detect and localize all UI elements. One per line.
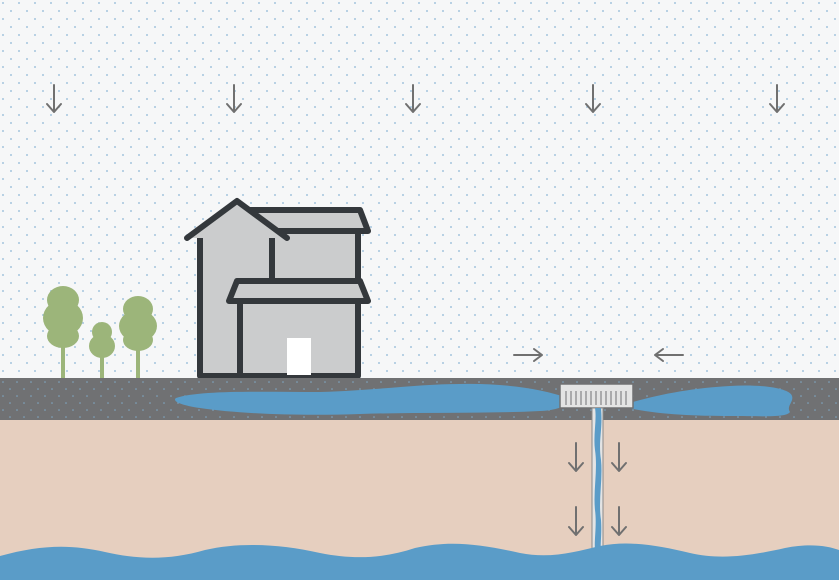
drain-pipe <box>591 407 604 551</box>
house-front-roof <box>226 278 371 304</box>
infiltration-arrows <box>568 442 627 536</box>
rain-down-arrow-icon <box>226 84 242 113</box>
infiltration-down-arrow-icon <box>611 506 627 536</box>
rain-arrows <box>46 84 785 113</box>
runoff-right-arrow-icon <box>513 348 543 362</box>
tree-left <box>43 286 83 378</box>
house-gable-roof <box>184 198 290 241</box>
groundwater-layer <box>0 543 839 580</box>
rain-down-arrow-icon <box>585 84 601 113</box>
storm-drain-grate <box>559 383 634 409</box>
tree-small <box>89 322 115 378</box>
house <box>184 198 371 379</box>
tree-right <box>119 296 157 378</box>
trees <box>43 286 157 378</box>
infiltration-down-arrow-icon <box>568 506 584 536</box>
infiltration-down-arrow-icon <box>611 442 627 472</box>
runoff-left-arrow-icon <box>654 348 684 362</box>
rain-down-arrow-icon <box>405 84 421 113</box>
rain-down-arrow-icon <box>769 84 785 113</box>
infiltration-down-arrow-icon <box>568 442 584 472</box>
house-door <box>287 338 311 375</box>
runoff-water-left <box>175 383 569 415</box>
runoff-water-right <box>620 385 793 417</box>
rain-down-arrow-icon <box>46 84 62 113</box>
drain-pipe-water <box>594 408 602 550</box>
